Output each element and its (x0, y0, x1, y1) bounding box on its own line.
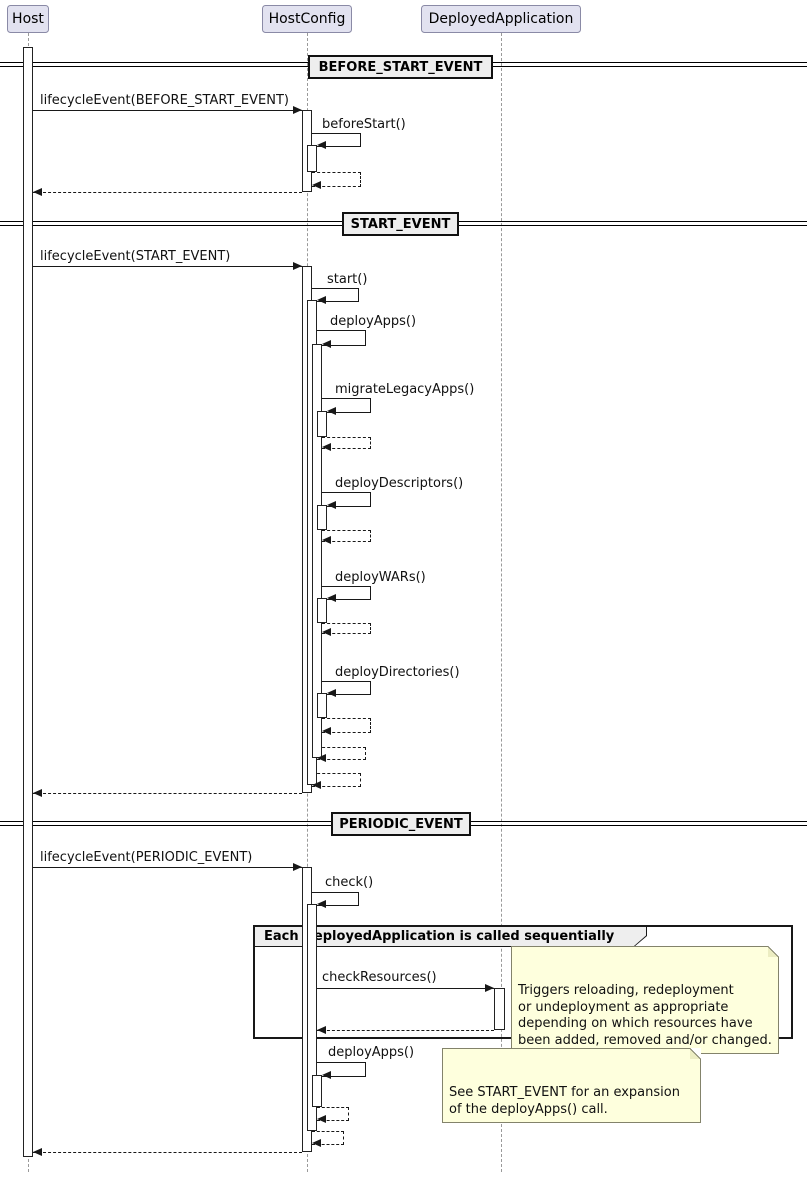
message-label: lifecycleEvent(BEFORE_START_EVENT) (40, 93, 289, 108)
message-line (33, 110, 302, 111)
group-frame-header: Each DeployedApplication is called seque… (255, 927, 647, 947)
arrowhead-right-icon (485, 983, 494, 992)
activation-bar-host (23, 47, 33, 1157)
arrowhead-left-icon (312, 1138, 321, 1147)
return-line (317, 1030, 494, 1031)
message-line (33, 867, 302, 868)
arrowhead-right-icon (293, 105, 302, 114)
self-call (317, 1062, 366, 1077)
arrowhead-left-icon (33, 788, 42, 797)
message-label: start() (327, 272, 368, 287)
divider-label: BEFORE_START_EVENT (318, 59, 483, 75)
return-line (33, 1152, 302, 1153)
self-call (322, 492, 371, 507)
message-label: migrateLegacyApps() (335, 382, 475, 397)
participant-label: HostConfig (268, 11, 346, 27)
arrowhead-left-icon (322, 726, 331, 735)
activation-bar (307, 145, 317, 172)
arrowhead-left-icon (322, 535, 331, 544)
divider-periodic-event: PERIODIC_EVENT (331, 812, 471, 836)
self-call (322, 398, 371, 413)
arrowhead-left-icon (327, 688, 336, 697)
participant-label: DeployedApplication (428, 11, 574, 27)
activation-bar (317, 505, 327, 530)
self-return (317, 1107, 349, 1121)
activation-bar (312, 1075, 322, 1107)
message-label: deployWARs() (335, 570, 426, 585)
participant-host: Host (7, 5, 49, 33)
note-deploy-apps: See START_EVENT for an expansion of the … (442, 1048, 701, 1123)
activation-bar (317, 693, 327, 718)
arrowhead-left-icon (33, 1147, 42, 1156)
lifeline-deployedapplication (501, 33, 502, 1172)
arrowhead-left-icon (317, 753, 326, 762)
message-label: beforeStart() (322, 117, 406, 132)
arrowhead-left-icon (317, 1025, 326, 1034)
message-label: lifecycleEvent(PERIODIC_EVENT) (40, 850, 253, 865)
arrowhead-left-icon (33, 187, 42, 196)
self-call (312, 288, 359, 302)
arrowhead-left-icon (322, 339, 331, 348)
self-call (312, 133, 361, 147)
message-label: deployDescriptors() (335, 476, 464, 491)
message-label: check() (325, 875, 374, 890)
message-line (33, 266, 302, 267)
self-return (312, 773, 361, 787)
self-return (317, 747, 366, 760)
self-return (322, 437, 371, 449)
arrowhead-left-icon (312, 180, 321, 189)
divider-label: START_EVENT (350, 216, 451, 232)
arrowhead-left-icon (317, 899, 326, 908)
divider-before-start-event: BEFORE_START_EVENT (308, 55, 493, 79)
participant-deployedapplication: DeployedApplication (421, 5, 581, 33)
arrowhead-left-icon (317, 140, 326, 149)
note-fold-icon (690, 1048, 701, 1059)
arrowhead-left-icon (322, 442, 331, 451)
arrowhead-right-icon (293, 862, 302, 871)
arrowhead-left-icon (317, 1114, 326, 1123)
self-call (312, 892, 359, 906)
activation-bar-deployedapplication (494, 988, 505, 1030)
message-label: deployApps() (328, 1045, 415, 1060)
note-check-resources: Triggers reloading, redeployment or unde… (511, 946, 779, 1054)
message-label: deployDirectories() (335, 665, 460, 680)
arrowhead-left-icon (327, 500, 336, 509)
arrowhead-left-icon (327, 593, 336, 602)
participant-hostconfig: HostConfig (262, 5, 352, 33)
arrowhead-left-icon (312, 780, 321, 789)
activation-bar (307, 904, 317, 1131)
message-label: deployApps() (330, 314, 417, 329)
return-line (33, 192, 302, 193)
message-line (317, 988, 494, 989)
arrowhead-left-icon (317, 295, 326, 304)
return-line (33, 793, 302, 794)
message-label: checkResources() (322, 970, 437, 985)
participant-label: Host (12, 11, 44, 27)
self-return (322, 623, 371, 634)
arrowhead-left-icon (327, 406, 336, 415)
self-return (322, 530, 371, 542)
arrowhead-left-icon (322, 1070, 331, 1079)
arrowhead-left-icon (322, 627, 331, 636)
activation-bar (317, 411, 327, 437)
group-frame-label: Each DeployedApplication is called seque… (264, 929, 615, 944)
divider-label: PERIODIC_EVENT (339, 816, 463, 832)
arrowhead-right-icon (293, 261, 302, 270)
activation-bar (317, 598, 327, 623)
self-call (322, 681, 371, 695)
divider-start-event: START_EVENT (342, 212, 459, 236)
self-return (312, 172, 361, 187)
note-text: Triggers reloading, redeployment or unde… (518, 983, 772, 1048)
note-text: See START_EVENT for an expansion of the … (449, 1085, 680, 1117)
self-return (322, 718, 371, 733)
self-return (312, 1131, 344, 1145)
self-call (317, 330, 366, 346)
note-fold-icon (768, 946, 779, 957)
message-label: lifecycleEvent(START_EVENT) (40, 249, 231, 264)
self-call (322, 586, 371, 600)
